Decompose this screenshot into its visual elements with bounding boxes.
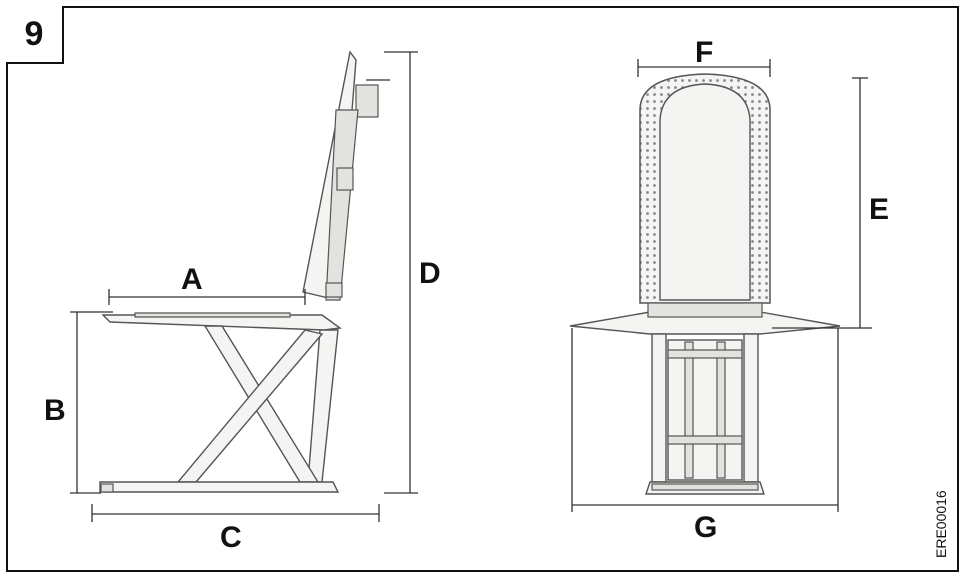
side-column-clamp	[336, 167, 354, 191]
label-a: A	[181, 263, 203, 296]
figure-code: ERE00016	[933, 490, 949, 558]
front-seat-bracket	[647, 302, 763, 318]
figure-number: 9	[6, 6, 64, 64]
front-view	[569, 73, 841, 495]
front-lift-right	[743, 333, 759, 483]
front-lift-crossbar-1	[667, 349, 743, 359]
side-seat-top	[134, 312, 291, 318]
side-base-foot	[100, 483, 114, 493]
front-base-feet	[651, 483, 759, 491]
side-rear-strut	[307, 329, 339, 483]
label-f: F	[695, 36, 713, 69]
label-e: E	[869, 193, 889, 226]
label-g: G	[694, 511, 717, 544]
figure-frame	[6, 6, 959, 572]
front-lift-rail-b	[716, 341, 726, 479]
side-base	[99, 481, 340, 493]
front-backrest-center	[659, 83, 751, 301]
side-head-mount	[355, 84, 379, 118]
front-lift-rail-a	[684, 341, 694, 479]
front-lift-left	[651, 333, 667, 483]
front-lift-core	[667, 339, 743, 481]
side-column-clamp-lower	[325, 282, 343, 298]
label-c: C	[220, 521, 242, 554]
label-d: D	[419, 257, 441, 290]
front-lift-crossbar-2	[667, 435, 743, 445]
side-dimensions	[70, 51, 418, 522]
side-column	[325, 109, 359, 301]
side-view	[99, 50, 379, 493]
label-b: B	[44, 394, 66, 427]
front-dimensions	[571, 59, 872, 512]
